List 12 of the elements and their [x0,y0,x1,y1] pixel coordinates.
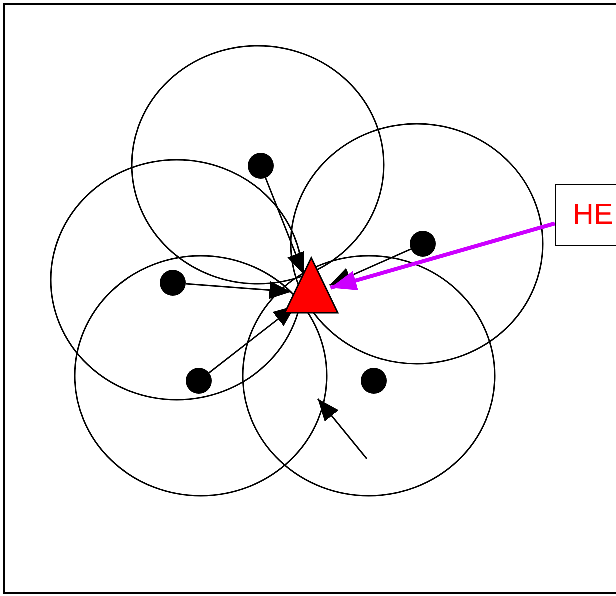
sensor-dot [361,368,387,394]
sensor-dot [186,368,212,394]
sensor-dot [248,153,274,179]
arrow [330,222,556,290]
label-box [555,184,616,246]
sink-triangle [283,256,340,315]
node-label: HE [573,199,614,231]
arrow [186,281,292,300]
sensor-dot [160,270,186,296]
arrow [265,178,305,276]
sensor-dot [410,231,436,257]
arrow [330,248,412,286]
